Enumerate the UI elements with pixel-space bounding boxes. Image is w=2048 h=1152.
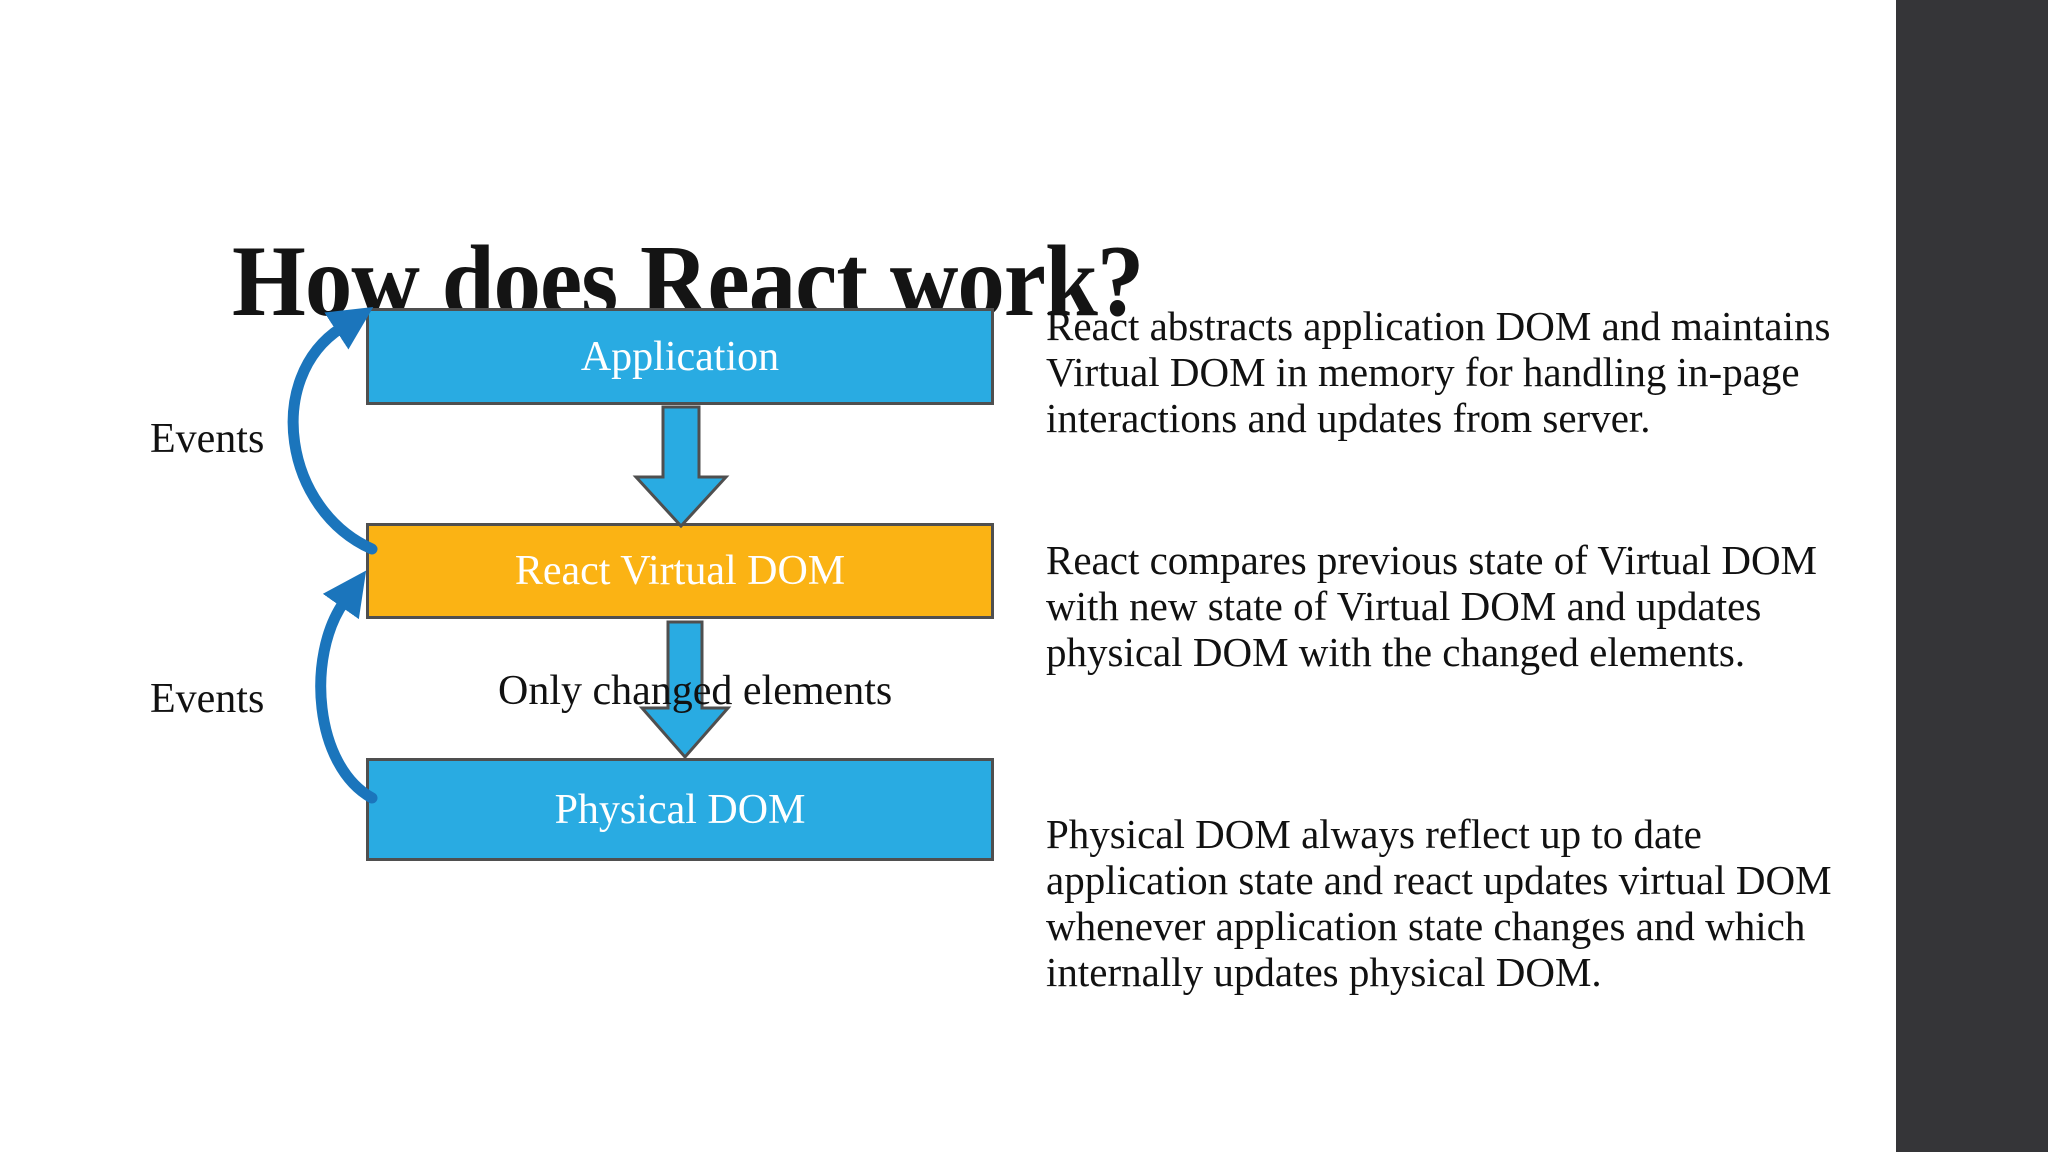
physical-dom-box-label: Physical DOM <box>554 786 806 833</box>
react-virtual-dom-box-label: React Virtual DOM <box>514 548 846 594</box>
note-abstracts-dom: React abstracts application DOM and main… <box>1046 303 1831 441</box>
flow-arrow-application-to-virtual <box>632 405 730 529</box>
note-compares-state: React compares previous state of Virtual… <box>1046 537 1818 675</box>
note-physical-dom: Physical DOM always reflect up to date a… <box>1046 811 1832 995</box>
physical-dom-box: Physical DOM <box>366 758 994 861</box>
only-changed-elements-label: Only changed elements <box>498 668 893 714</box>
event-arrow-virtual-to-application <box>287 306 378 555</box>
right-dark-panel <box>1896 0 2048 1152</box>
event-arrow-physical-to-virtual <box>315 570 378 804</box>
events-label-top: Events <box>150 416 265 462</box>
react-virtual-dom-box: React Virtual DOM <box>366 523 994 619</box>
events-label-bottom: Events <box>150 676 265 722</box>
application-box: Application <box>366 308 994 405</box>
application-box-label: Application <box>580 333 780 380</box>
